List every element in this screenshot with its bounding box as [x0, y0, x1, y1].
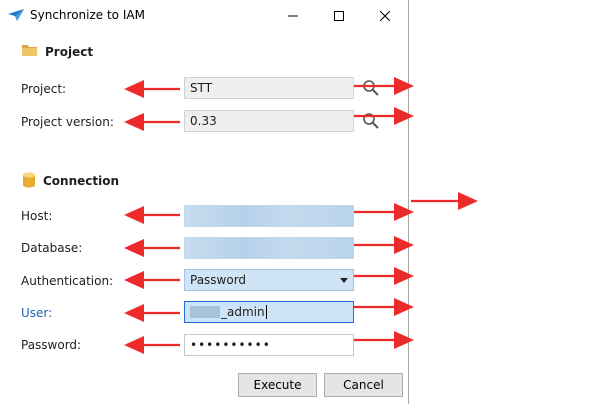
dialog-window: Synchronize to IAM Project Project: STT …	[0, 0, 409, 404]
project-search-icon[interactable]	[362, 79, 380, 97]
execute-button[interactable]: Execute	[238, 373, 317, 397]
connection-section-header: Connection	[22, 172, 120, 191]
project-value: STT	[190, 81, 213, 95]
redacted-block	[190, 306, 220, 318]
user-value: _admin	[221, 305, 265, 319]
arrow-right-window	[411, 192, 478, 210]
project-version-value: 0.33	[190, 114, 217, 128]
project-version-search-icon[interactable]	[362, 112, 380, 130]
chevron-down-icon	[340, 277, 348, 283]
project-section-title: Project	[45, 45, 94, 59]
cancel-button[interactable]: Cancel	[324, 373, 403, 397]
close-icon	[380, 10, 390, 21]
minimize-button[interactable]	[270, 0, 316, 31]
password-field[interactable]: ••••••••••	[184, 334, 354, 356]
database-label: Database:	[21, 241, 83, 255]
title-bar[interactable]: Synchronize to IAM	[0, 0, 408, 31]
maximize-icon	[334, 10, 344, 21]
project-label: Project:	[21, 82, 67, 96]
minimize-icon	[288, 15, 298, 16]
user-field[interactable]: _admin	[184, 301, 354, 323]
host-label: Host:	[21, 209, 53, 223]
project-version-label: Project version:	[21, 115, 114, 129]
authentication-select[interactable]: Password	[184, 269, 354, 291]
project-field[interactable]: STT	[184, 77, 354, 99]
password-value: ••••••••••	[190, 338, 271, 352]
project-section-header: Project	[22, 44, 93, 60]
maximize-button[interactable]	[316, 0, 362, 31]
host-field[interactable]	[184, 205, 354, 227]
user-label: User:	[21, 306, 53, 320]
password-label: Password:	[21, 338, 82, 352]
close-button[interactable]	[362, 0, 408, 31]
paper-plane-icon	[8, 9, 24, 24]
database-icon	[22, 172, 36, 191]
project-version-field[interactable]: 0.33	[184, 110, 354, 132]
database-field[interactable]	[184, 237, 354, 259]
connection-section-title: Connection	[43, 174, 120, 188]
text-caret	[265, 305, 267, 319]
authentication-label: Authentication:	[21, 274, 114, 288]
authentication-value: Password	[190, 273, 247, 287]
folder-icon	[22, 44, 38, 60]
window-title: Synchronize to IAM	[30, 8, 145, 22]
